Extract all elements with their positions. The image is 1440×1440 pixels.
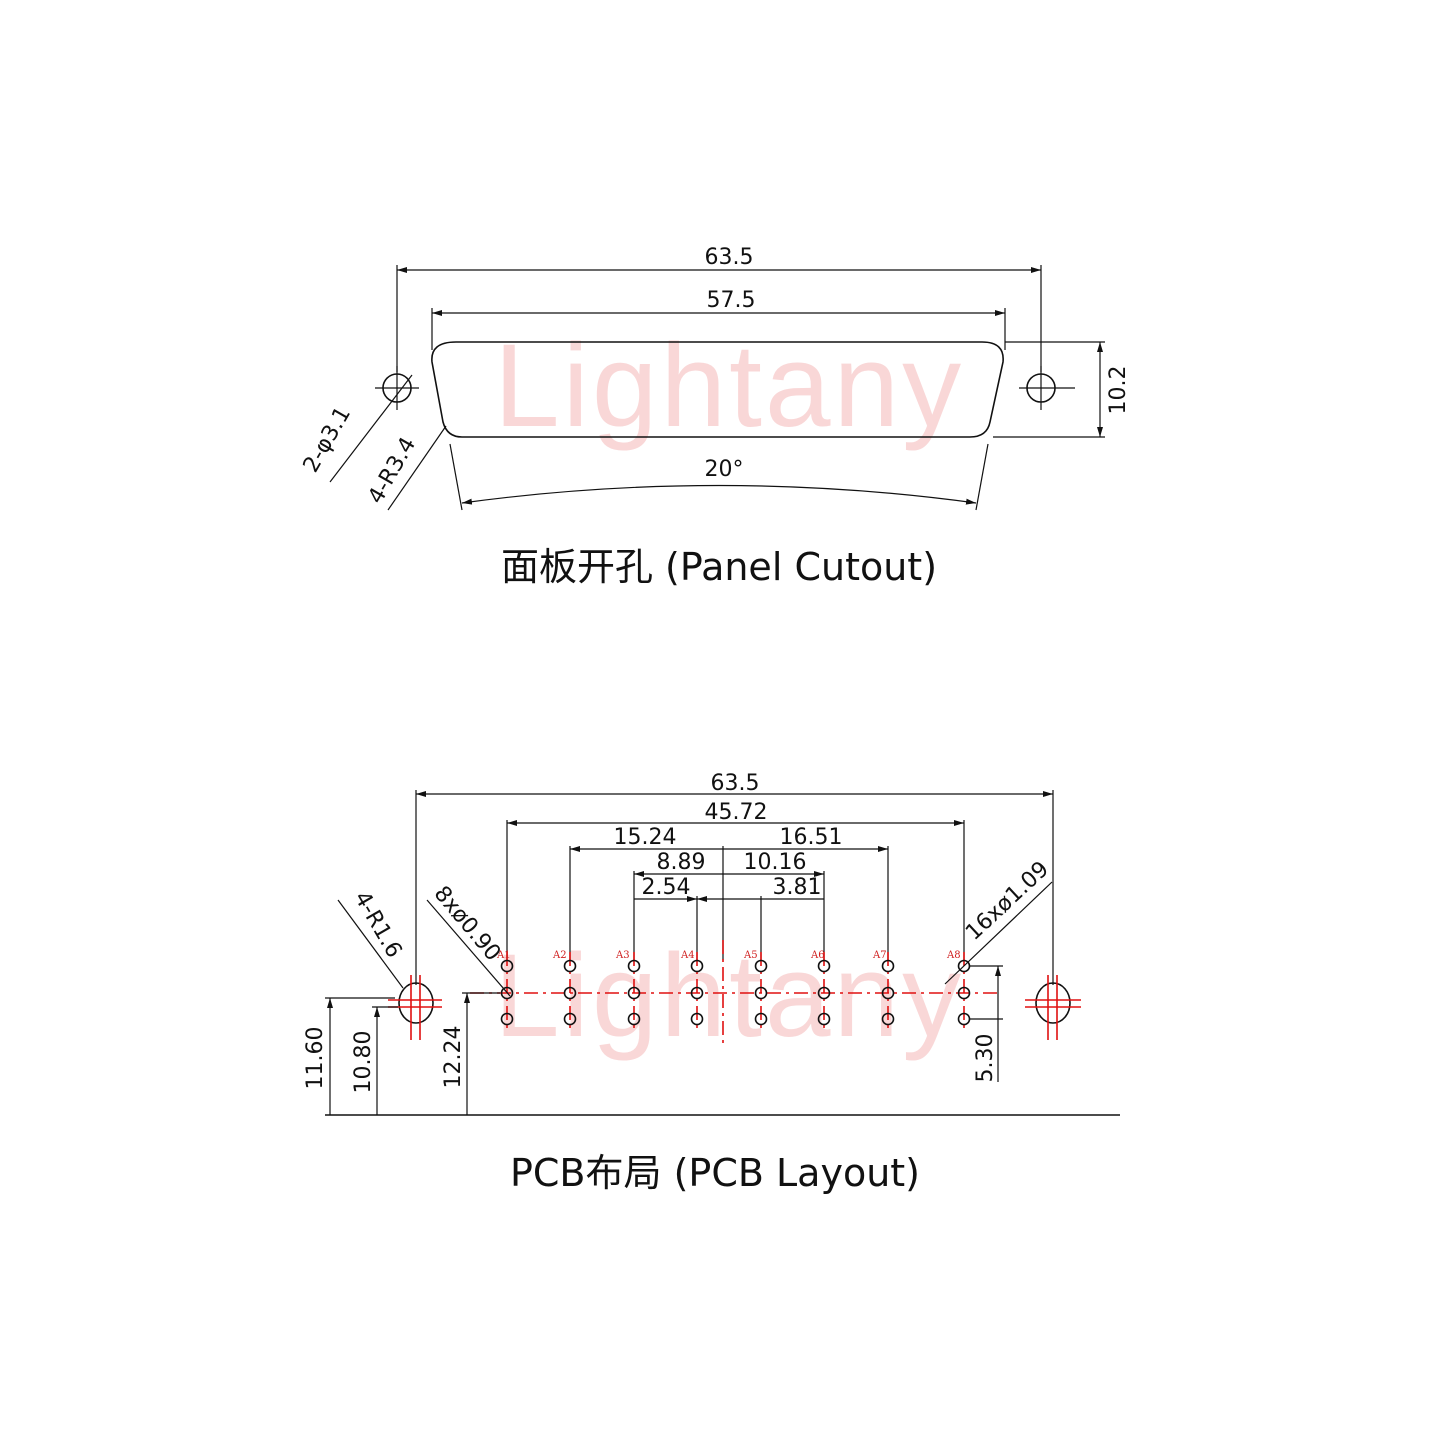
pcb-dim-8-89: 8.89: [657, 850, 706, 875]
left-mount-slot-icon: [398, 982, 434, 1024]
pin-hole-icon: [754, 959, 768, 973]
pin-label-a6: A6: [810, 950, 825, 961]
pin-hole-icon: [563, 959, 577, 973]
pcb-dim-63-5: 63.5: [711, 771, 760, 796]
pin-hole-icon: [881, 986, 895, 1000]
panel-dim-angle: 20°: [705, 457, 744, 482]
pcb-dim-45-72: 45.72: [705, 800, 768, 825]
pin-hole-icon: [881, 959, 895, 973]
pin-hole-icon: [690, 959, 704, 973]
panel-dim-radius: 4-R3.4: [363, 433, 421, 508]
pin-label-a8: A8: [946, 950, 961, 961]
pin-hole-icon: [817, 986, 831, 1000]
pin-label-a3: A3: [615, 950, 630, 961]
pin-hole-icon: [754, 1012, 768, 1026]
pcb-dim-2-54: 2.54: [642, 875, 691, 900]
pcb-dim-3-81: 3.81: [773, 875, 822, 900]
pcb-layout-drawing: Lightany 63.5 45.72 15.24 16.51 8.89 10.…: [303, 771, 1120, 1195]
pcb-dim-16-51: 16.51: [780, 825, 843, 850]
pin-hole-icon: [563, 1012, 577, 1026]
pin-label-a2: A2: [552, 950, 567, 961]
pin-hole-icon: [500, 959, 514, 973]
right-mount-slot-icon: [1035, 982, 1071, 1024]
pin-hole-icon: [627, 1012, 641, 1026]
pin-hole-icon: [690, 1012, 704, 1026]
panel-dim-63-5: 63.5: [705, 245, 754, 270]
d-sub-cutout-outline: [431, 341, 1004, 438]
pcb-caption: PCB布局 (PCB Layout): [510, 1151, 920, 1195]
pcb-dim-radius: 4-R1.6: [349, 887, 407, 962]
pin-hole-icon: [627, 959, 641, 973]
pcb-dim-12-24: 12.24: [441, 1026, 466, 1089]
panel-caption: 面板开孔 (Panel Cutout): [501, 545, 937, 589]
pin-hole-icon: [563, 986, 577, 1000]
pin-hole-icon: [500, 986, 514, 1000]
pin-hole-icon: [817, 1012, 831, 1026]
pin-label-a4: A4: [680, 950, 695, 961]
pcb-dim-10-80: 10.80: [351, 1031, 376, 1094]
watermark-text: Lightany: [494, 320, 964, 452]
pin-hole-icon: [690, 986, 704, 1000]
pin-hole-icon: [817, 959, 831, 973]
pcb-dim-10-16: 10.16: [744, 850, 807, 875]
pcb-dim-5-30: 5.30: [973, 1034, 998, 1083]
pin-hole-icon: [627, 986, 641, 1000]
panel-dim-hole: 2-φ3.1: [299, 403, 356, 477]
pin-hole-icon: [881, 1012, 895, 1026]
panel-dim-57-5: 57.5: [707, 288, 756, 313]
panel-cutout-drawing: Lightany 63.5 57.5 10.2 2-φ3.1 4-R3.: [299, 245, 1131, 589]
pin-label-a5: A5: [743, 950, 758, 961]
pin-hole-icon: [500, 1012, 514, 1026]
pin-label-a1: A1: [496, 950, 511, 961]
pin-hole-icon: [957, 959, 971, 973]
pin-label-a7: A7: [872, 950, 887, 961]
pcb-dim-holes-a: 8xø0.90: [429, 882, 506, 967]
panel-dim-10-2: 10.2: [1106, 366, 1131, 415]
pcb-dim-15-24: 15.24: [614, 825, 677, 850]
pin-hole-icon: [754, 986, 768, 1000]
pcb-dim-11-60: 11.60: [303, 1027, 328, 1090]
pin-hole-icon: [957, 986, 971, 1000]
pin-hole-icon: [957, 1012, 971, 1026]
pcb-dim-holes-b: 16xø1.09: [961, 857, 1054, 946]
